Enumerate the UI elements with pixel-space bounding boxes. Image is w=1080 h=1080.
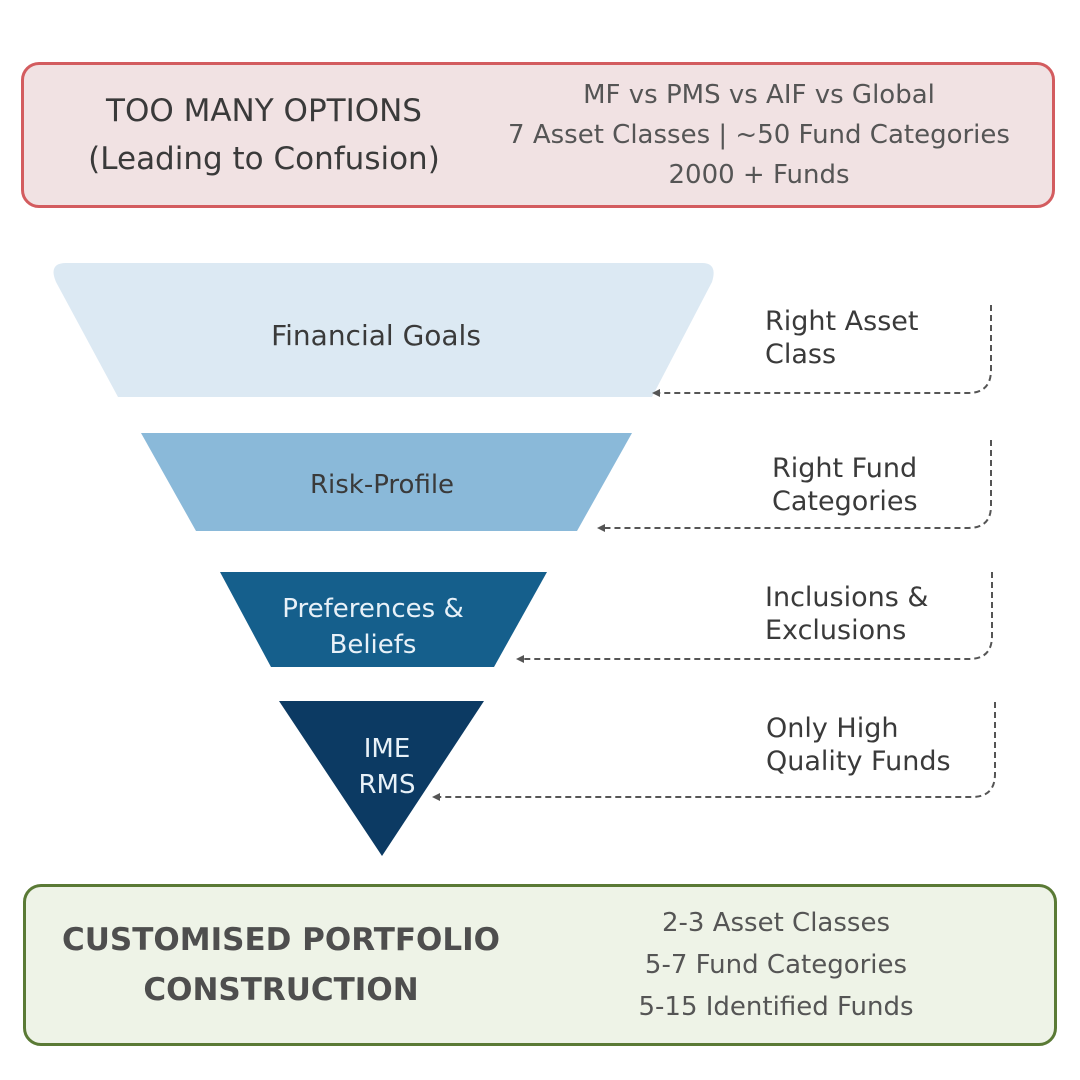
detail-line: 5-15 Identified Funds xyxy=(638,992,914,1022)
filter-label-text: Right Asset xyxy=(765,306,919,337)
filter-label-text: Inclusions & xyxy=(765,582,929,613)
filter-label-right-asset-class: Right Asset Class xyxy=(765,305,918,371)
filter-label-text: Right Fund xyxy=(772,453,918,484)
filter-label-text: Exclusions xyxy=(765,615,907,646)
arrowhead-icon xyxy=(516,655,524,663)
connector-1 xyxy=(658,305,992,394)
connector-2 xyxy=(603,440,992,529)
arrowhead-icon xyxy=(597,524,605,532)
filter-label-text: Categories xyxy=(772,486,918,517)
too-many-options-details: MF vs PMS vs AIF vs Global 7 Asset Class… xyxy=(464,65,1054,205)
customised-portfolio-heading: CUSTOMISED PORTFOLIO xyxy=(61,922,501,958)
stage-label-text: IME xyxy=(363,734,411,764)
stage-label-ime-rms: IME RMS xyxy=(307,731,467,803)
funnel-stage-ime-rms xyxy=(279,701,484,856)
too-many-options-heading: TOO MANY OPTIONS xyxy=(106,93,422,129)
customised-portfolio-subheading: CONSTRUCTION xyxy=(143,972,419,1008)
stage-label-risk-profile: Risk-Profile xyxy=(182,467,582,503)
stage-label-preferences-beliefs: Preferences & Beliefs xyxy=(223,591,523,663)
stage-label-text: Financial Goals xyxy=(271,319,481,352)
connector-3 xyxy=(522,572,993,660)
filter-label-text: Quality Funds xyxy=(766,746,951,777)
arrowhead-icon xyxy=(432,793,440,801)
too-many-options-box: TOO MANY OPTIONS (Leading to Confusion) … xyxy=(21,62,1055,208)
filter-label-high-quality-funds: Only High Quality Funds xyxy=(766,712,951,778)
arrowhead-icon xyxy=(652,389,660,397)
filter-label-text: Class xyxy=(765,339,837,370)
customised-portfolio-details: 2-3 Asset Classes 5-7 Fund Categories 5-… xyxy=(516,887,1036,1043)
customised-portfolio-box: CUSTOMISED PORTFOLIO CONSTRUCTION 2-3 As… xyxy=(23,884,1057,1046)
too-many-options-title: TOO MANY OPTIONS (Leading to Confusion) xyxy=(24,65,504,205)
customised-portfolio-title: CUSTOMISED PORTFOLIO CONSTRUCTION xyxy=(26,887,536,1043)
stage-label-text: Risk-Profile xyxy=(309,470,455,500)
funnel-stage-risk-profile xyxy=(141,433,632,531)
too-many-options-subheading: (Leading to Confusion) xyxy=(88,141,440,177)
stage-label-text: Beliefs xyxy=(329,630,417,660)
detail-line: 5-7 Fund Categories xyxy=(644,950,908,980)
detail-line: 2-3 Asset Classes xyxy=(661,908,890,938)
detail-line: 2000 + Funds xyxy=(668,160,850,190)
connector-4 xyxy=(438,702,996,798)
stage-label-financial-goals: Financial Goals xyxy=(176,318,576,354)
stage-label-text: RMS xyxy=(358,770,416,800)
detail-line: MF vs PMS vs AIF vs Global xyxy=(583,80,935,110)
stage-label-text: Preferences & xyxy=(282,594,464,624)
funnel-stage-preferences-beliefs xyxy=(220,572,547,667)
detail-line: 7 Asset Classes | ~50 Fund Categories xyxy=(508,120,1010,150)
filter-label-text: Only High xyxy=(766,713,899,744)
funnel-diagram xyxy=(53,263,996,856)
filter-label-inclusions-exclusions: Inclusions & Exclusions xyxy=(765,581,928,647)
filter-label-right-fund-categories: Right Fund Categories xyxy=(772,452,918,518)
funnel-stage-financial-goals xyxy=(53,263,714,397)
